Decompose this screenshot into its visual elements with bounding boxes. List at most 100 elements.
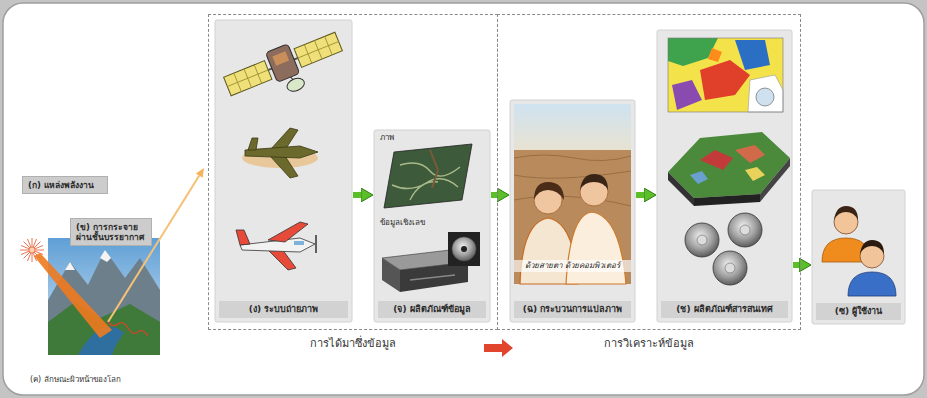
satellite-icon — [294, 32, 342, 67]
interpretation-photo — [514, 104, 631, 284]
interpretation-photo — [514, 155, 631, 206]
energy-beam — [196, 168, 204, 178]
inset-text: ภาพ — [380, 133, 394, 143]
user-icons — [822, 206, 896, 296]
satellite-image-icon — [392, 163, 460, 200]
dvd-discs-icon — [740, 225, 750, 235]
stage-heading: การได้มาซึ่งข้อมูล — [209, 337, 497, 350]
thematic-map-icon — [700, 60, 750, 100]
light-aircraft-icon — [268, 222, 308, 242]
satellite-image-icon — [384, 144, 472, 208]
satellite-icon — [272, 51, 289, 66]
user-icons — [848, 272, 896, 296]
frame — [3, 3, 924, 395]
energy-beam — [108, 322, 148, 336]
earth-surface-photo — [65, 262, 75, 270]
disk-drive-icon — [400, 262, 468, 292]
terrain-model-icon — [735, 145, 765, 163]
user-icons — [834, 206, 858, 220]
disk-drive-icon — [410, 275, 455, 280]
disk-drive-icon — [382, 258, 400, 292]
terrain-model-icon — [690, 171, 708, 184]
dvd-discs-icon — [725, 263, 735, 273]
flow-arrow — [636, 192, 647, 198]
panel-caption: (ง) ระบบถ่ายภาพ — [219, 301, 348, 318]
satellite-icon — [224, 61, 272, 96]
jet-aircraft-icon — [245, 128, 318, 178]
panel-fills — [215, 20, 905, 324]
panel-caption: (ฉ) กระบวนการแปลภาพ — [514, 301, 631, 318]
panel-fill — [374, 130, 490, 322]
satellite-icon — [285, 76, 306, 94]
panel-fill — [812, 190, 905, 324]
panel-caption: (จ) ผลิตภัณฑ์ข้อมูล — [378, 301, 486, 318]
tag-box: (ก) แหล่งพลังงาน — [22, 176, 108, 194]
inset-text: ข้อมูลเชิงเลข — [380, 218, 425, 228]
light-aircraft-icon — [236, 230, 250, 245]
panel-caption: (ช) ผลิตภัณฑ์สารสนเทศ — [661, 301, 788, 318]
satellite-image-icon — [430, 150, 438, 188]
stage-heading: การวิเคราะห์ข้อมูล — [498, 337, 800, 350]
thematic-map-icon — [735, 40, 770, 70]
jet-aircraft-icon — [248, 138, 258, 150]
terrain-model-icon — [760, 158, 790, 202]
stage-region: การวิเคราะห์ข้อมูลด้วยสายตา ด้วยคอมพิวเต… — [497, 14, 801, 330]
stage-panel: (ซ) ผู้ใช้งาน — [812, 190, 905, 324]
thematic-map-icon — [708, 48, 722, 62]
terrain-model-icon — [745, 167, 765, 181]
tag-label: (ข) การกระจาย ผ่านชั้นบรรยากาศ — [71, 219, 151, 245]
stage-panel: ด้วยสายตา ด้วยคอมพิวเตอร์(ฉ) กระบวนการแป… — [510, 100, 635, 322]
thematic-map-icon — [668, 38, 783, 112]
dvd-discs-icon — [713, 251, 747, 285]
satellite-icon — [224, 61, 272, 96]
panel-fill — [510, 100, 635, 322]
energy-beam — [108, 176, 199, 322]
interpretation-photo — [580, 174, 608, 190]
thematic-map-icon — [668, 38, 718, 66]
sun-burst — [29, 247, 35, 253]
interpretation-photo — [514, 150, 631, 284]
dvd-discs-icon — [685, 223, 719, 257]
stage-arrow — [484, 339, 513, 357]
terrain-model-icon — [668, 132, 790, 206]
panel-fill — [215, 20, 352, 322]
thematic-map-icon — [668, 38, 783, 112]
thematic-map-icon — [672, 80, 702, 110]
stage-region: การได้มาซึ่งข้อมูล(ง) ระบบถ่ายภาพภาพข้อม… — [208, 14, 498, 330]
satellite-icon — [266, 44, 300, 83]
panel-fill — [657, 30, 792, 322]
cd-case-icon — [448, 232, 480, 266]
interpretation-photo — [534, 182, 564, 200]
light-aircraft-icon — [315, 235, 317, 253]
satellite-icon — [294, 32, 342, 67]
light-aircraft-icon — [294, 241, 304, 245]
user-icons — [860, 240, 884, 254]
satellite-icon — [221, 26, 350, 115]
thematic-map-icon — [668, 38, 783, 112]
energy-beam — [34, 253, 112, 338]
stage-panel: (ง) ระบบถ่ายภาพ — [215, 20, 352, 322]
flow-arrow — [353, 192, 364, 198]
dvd-discs-icon — [697, 235, 707, 245]
tag-box: (ข) การกระจาย ผ่านชั้นบรรยากาศ — [70, 218, 152, 246]
terrain-model-icon — [668, 132, 790, 198]
stage-panel: (ช) ผลิตภัณฑ์สารสนเทศ — [657, 30, 792, 322]
cd-case-icon — [452, 237, 476, 261]
tag-label: (ก) แหล่งพลังงาน — [23, 177, 107, 193]
terrain-model-icon — [700, 150, 733, 170]
terrain-model-icon — [668, 172, 694, 206]
cd-case-icon — [448, 232, 480, 266]
cd-case-icon — [461, 246, 467, 252]
dvd-discs-icon — [728, 213, 762, 247]
dvd-discs-icon — [685, 213, 762, 285]
terrain-model-icon — [694, 194, 760, 206]
earth-surface-photo — [48, 238, 160, 355]
earth-surface-photo — [48, 238, 160, 355]
earth-surface-photo — [100, 250, 111, 262]
jet-aircraft-icon — [270, 156, 298, 178]
thematic-map-icon — [748, 75, 783, 112]
